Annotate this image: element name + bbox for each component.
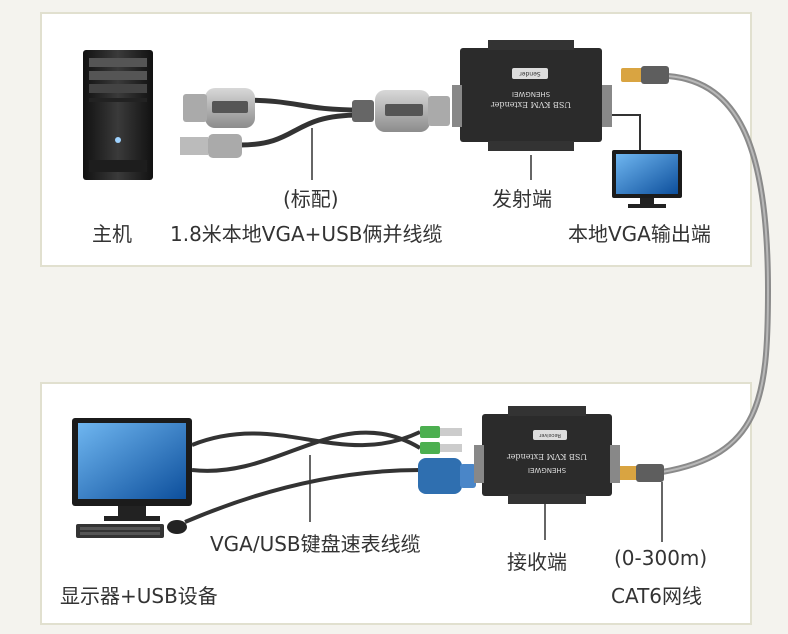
rj45-connector-bottom bbox=[616, 464, 664, 482]
vga-usb-combo-cable bbox=[180, 88, 450, 158]
kvm-cable-bundle bbox=[184, 426, 476, 524]
network-cable-label: CAT6网线 bbox=[611, 584, 703, 608]
sender-tag: Sender bbox=[519, 70, 541, 77]
local-monitor-icon bbox=[612, 150, 682, 208]
display-usb-label: 显示器+USB设备 bbox=[60, 584, 218, 608]
distance-label: (0-300m) bbox=[614, 546, 708, 570]
receiver-device bbox=[474, 406, 620, 504]
top-panel bbox=[40, 12, 752, 267]
receiver-label: 接收端 bbox=[507, 550, 567, 574]
local-vga-label: 本地VGA输出端 bbox=[568, 222, 711, 246]
sender-label: 发射端 bbox=[492, 187, 552, 211]
network-cable bbox=[659, 73, 772, 475]
host-pc-icon bbox=[83, 50, 153, 180]
display-usb-icon bbox=[72, 418, 192, 538]
sender-brand-text: SHENGWEI bbox=[511, 90, 551, 98]
rj45-connector-top bbox=[621, 66, 669, 84]
sender-device bbox=[452, 40, 612, 151]
receiver-tag: Receiver bbox=[539, 432, 561, 438]
kvm-cable-label: VGA/USB键盘速表线缆 bbox=[210, 532, 421, 556]
local-monitor-cable bbox=[612, 114, 641, 152]
receiver-product-text: USB KVM Extender bbox=[506, 452, 588, 461]
cable-name-label: 1.8米本地VGA+USB俩并线缆 bbox=[170, 222, 443, 246]
sender-product-text: USB KVM Extender bbox=[490, 100, 572, 109]
host-label: 主机 bbox=[92, 222, 132, 246]
network-cable-highlight bbox=[661, 75, 770, 473]
receiver-brand-text: SHENGWEI bbox=[527, 466, 567, 474]
cable-note-label: (标配) bbox=[283, 187, 339, 211]
